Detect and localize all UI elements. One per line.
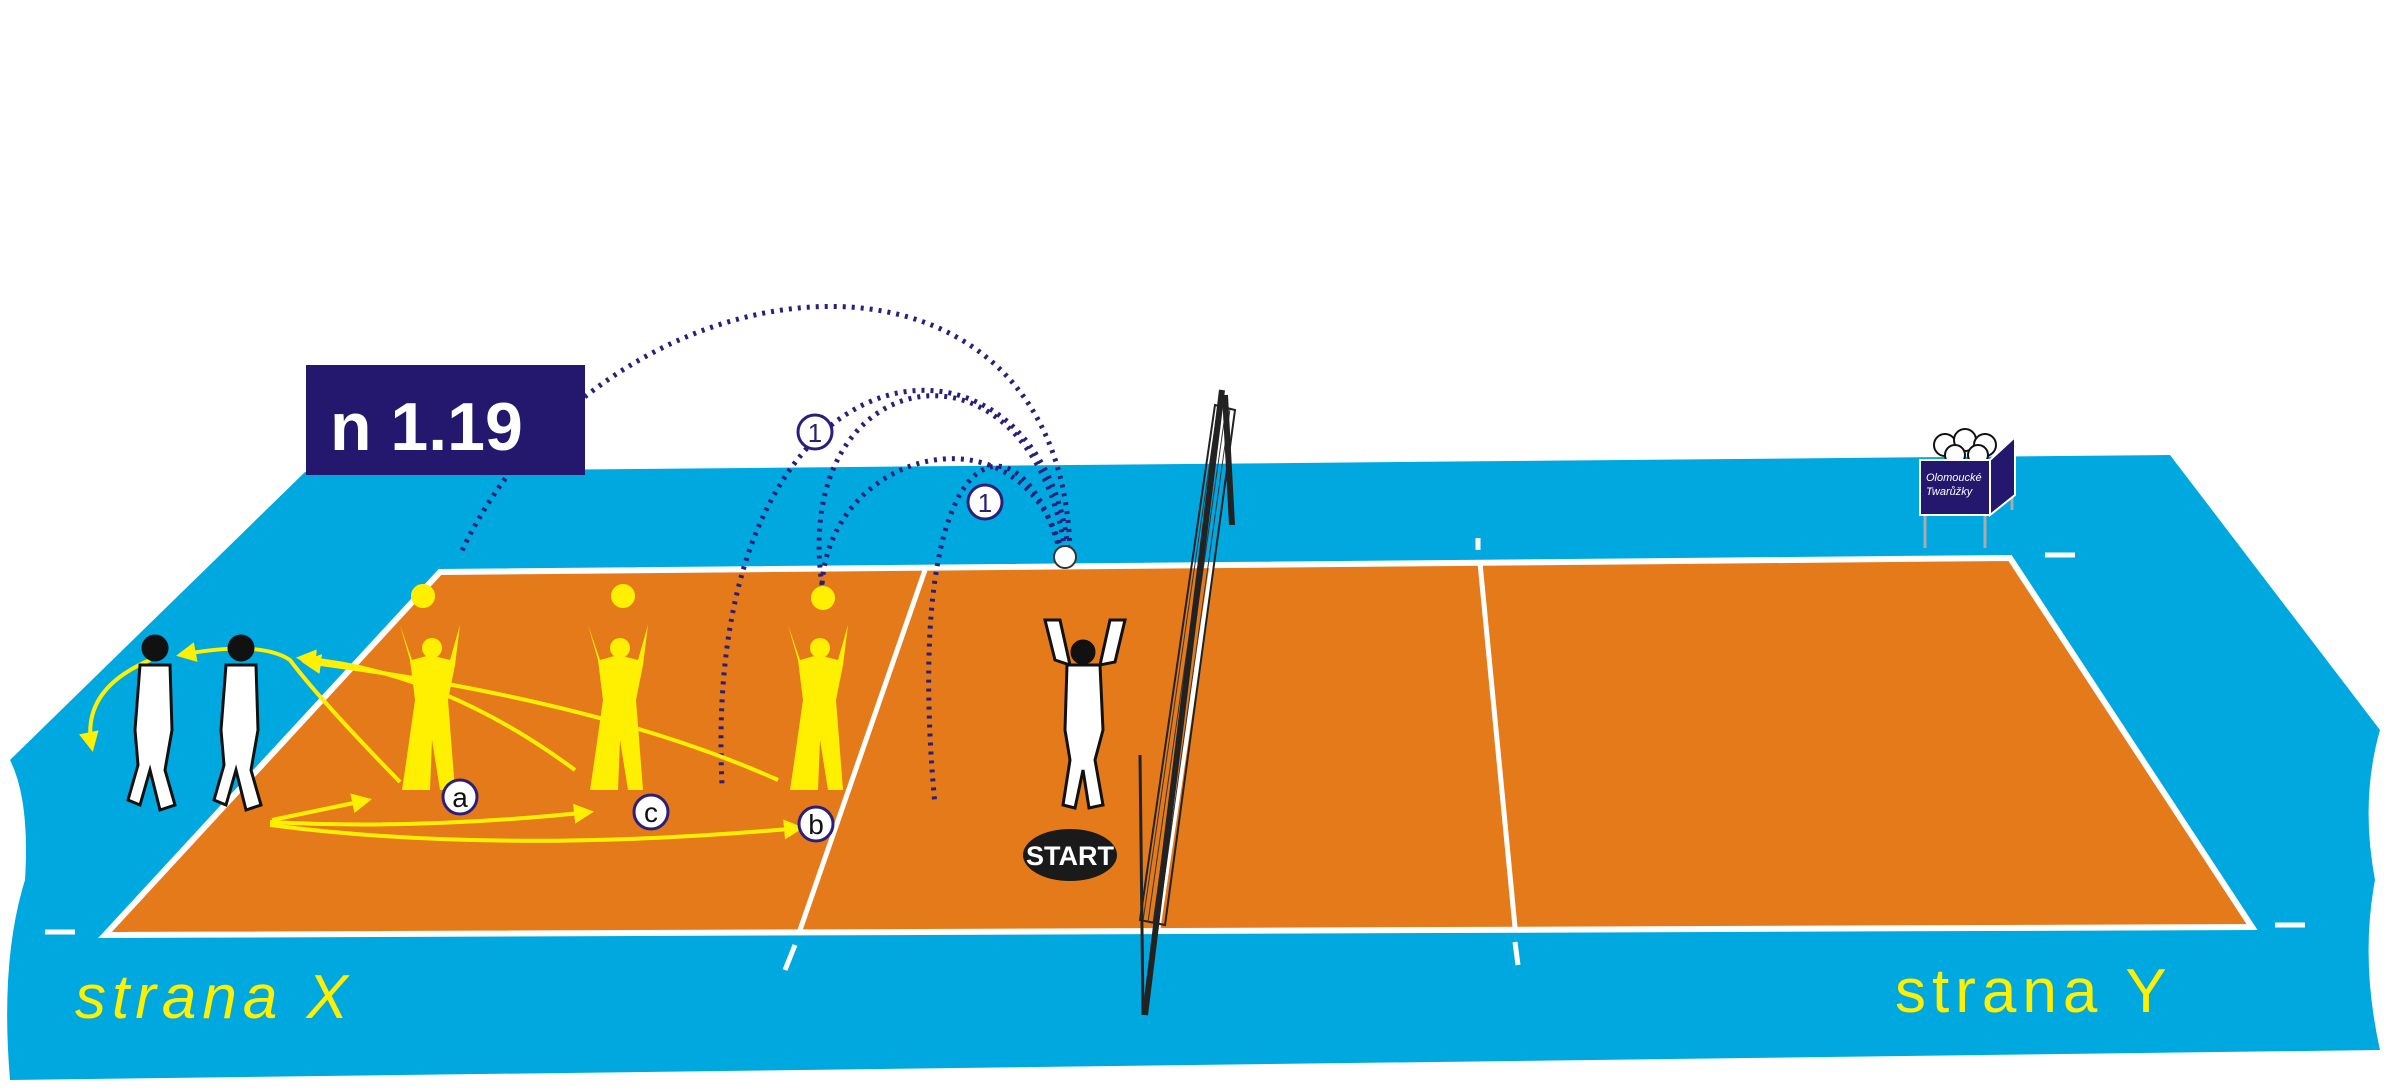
attack-line-y (1477, 562, 1518, 928)
marker-c: c (632, 793, 670, 831)
drill-label-box (306, 365, 585, 475)
drill-label: n 1.19 (330, 389, 523, 465)
svg-text:c: c (644, 797, 658, 828)
player-b (788, 586, 848, 790)
setter-player (1043, 618, 1127, 810)
svg-text:b: b (808, 809, 824, 840)
svg-text:Olomoucké: Olomoucké (1926, 472, 1982, 484)
svg-text:START: START (1026, 841, 1114, 871)
trajectory-drop (926, 463, 1063, 806)
marker-1-lower: 1 (966, 483, 1004, 521)
ball-a (411, 584, 435, 608)
movement-arrows (78, 642, 804, 843)
waiting-players (126, 618, 1127, 812)
marker-a: a (441, 778, 479, 816)
center-line (1155, 564, 1215, 929)
side-x-label: strana X (75, 963, 354, 1032)
attack-line-x (797, 569, 928, 931)
waiting-player-2 (212, 634, 263, 812)
svg-text:1: 1 (808, 418, 822, 448)
start-badge: START (1021, 827, 1119, 883)
net (1138, 389, 1237, 1016)
marker-1-upper: 1 (796, 413, 834, 451)
ball (1053, 545, 1077, 569)
player-c (588, 584, 648, 790)
trajectory-b1 (816, 393, 1068, 586)
yellow-players (400, 584, 848, 790)
marker-b: b (797, 805, 835, 843)
side-y-label: strana Y (1895, 957, 2173, 1026)
waiting-player-1 (126, 634, 177, 812)
svg-text:1: 1 (978, 488, 992, 518)
court-tick-marks (45, 538, 2305, 971)
svg-text:Twarůžky: Twarůžky (1926, 486, 1974, 498)
ball-basket: Olomoucké Twarůžky (1919, 428, 2016, 548)
svg-text:a: a (452, 782, 468, 813)
